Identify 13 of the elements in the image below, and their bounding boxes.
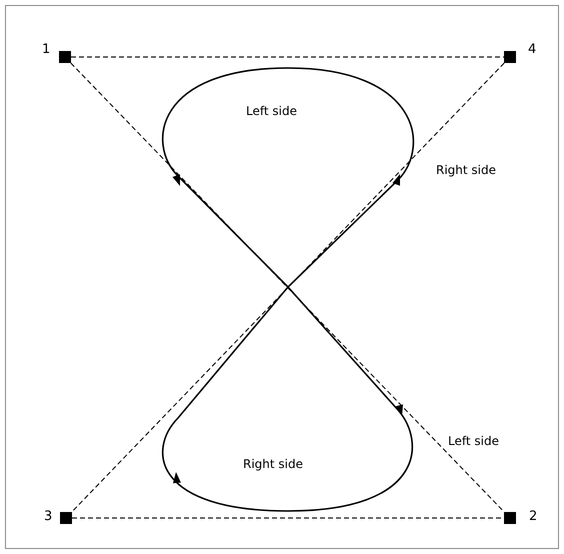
control-point	[59, 51, 71, 63]
side-label: Right side	[436, 163, 496, 177]
point-number: 4	[528, 42, 536, 57]
side-label: Right side	[243, 457, 303, 471]
control-point	[504, 51, 516, 63]
control-point	[504, 512, 516, 524]
point-number: 3	[44, 509, 52, 524]
side-label: Left side	[448, 434, 499, 448]
point-number: 2	[529, 509, 538, 524]
point-number: 1	[42, 42, 50, 57]
dashed-line	[70, 56, 504, 58]
control-point	[60, 512, 72, 524]
side-label: Left side	[246, 104, 297, 118]
